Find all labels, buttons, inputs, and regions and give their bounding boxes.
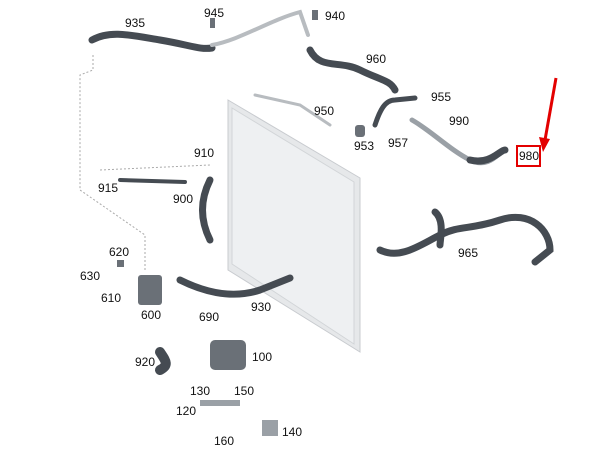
bolt-940 [312, 10, 318, 20]
label-920[interactable]: 920 [135, 355, 156, 369]
label-140[interactable]: 140 [282, 425, 303, 439]
pointer-arrow [539, 77, 558, 152]
label-910[interactable]: 910 [194, 146, 215, 160]
radiator [227, 99, 361, 353]
hoses [88, 9, 554, 375]
bracket-120 [200, 400, 240, 406]
label-955[interactable]: 955 [431, 90, 452, 104]
label-940[interactable]: 940 [325, 9, 346, 23]
components [117, 10, 365, 436]
label-957[interactable]: 957 [388, 136, 409, 150]
leader-lines [79, 55, 211, 270]
label-935[interactable]: 935 [125, 16, 146, 30]
bolt-620 [117, 260, 124, 267]
label-690[interactable]: 690 [199, 310, 220, 324]
label-150[interactable]: 150 [234, 384, 255, 398]
label-960[interactable]: 960 [366, 52, 387, 66]
label-930[interactable]: 930 [251, 300, 272, 314]
label-600[interactable]: 600 [141, 308, 162, 322]
label-950[interactable]: 950 [314, 104, 335, 118]
label-610[interactable]: 610 [101, 291, 122, 305]
label-130[interactable]: 130 [190, 384, 211, 398]
bolt-945 [210, 18, 215, 28]
label-915[interactable]: 915 [98, 181, 119, 195]
clamp-953 [355, 125, 365, 137]
thermostat-600 [138, 275, 162, 305]
label-160[interactable]: 160 [214, 434, 235, 448]
label-945[interactable]: 945 [204, 6, 225, 20]
label-990[interactable]: 990 [449, 114, 470, 128]
label-620[interactable]: 620 [109, 245, 130, 259]
label-630[interactable]: 630 [80, 269, 101, 283]
water-pump-100 [210, 340, 246, 370]
label-980[interactable]: 980 [519, 149, 540, 163]
label-953[interactable]: 953 [354, 139, 375, 153]
bracket-140 [262, 420, 278, 436]
label-965[interactable]: 965 [458, 246, 479, 260]
label-120[interactable]: 120 [176, 404, 197, 418]
highlight-box [516, 145, 541, 167]
label-100[interactable]: 100 [252, 350, 273, 364]
label-900[interactable]: 900 [173, 192, 194, 206]
